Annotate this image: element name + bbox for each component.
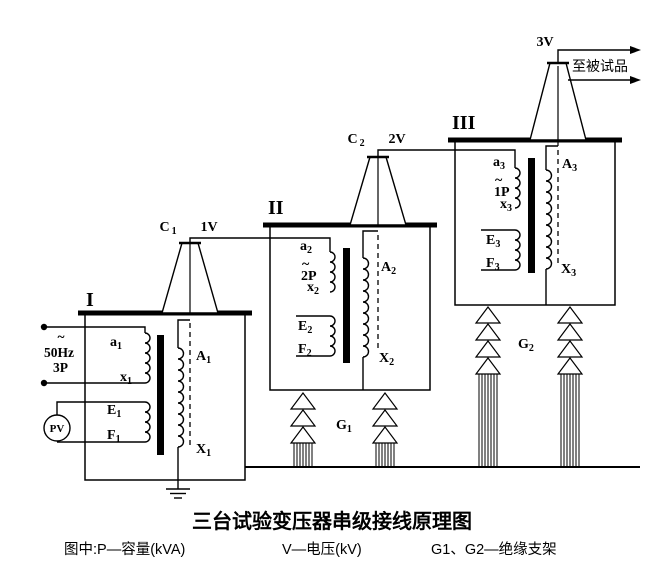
stage-numeral-1: I [86, 289, 94, 311]
to-test-object-label: 至被试品 [572, 58, 628, 74]
node-label-3v: 3V [536, 35, 553, 50]
power-tilde-2: ~ [302, 257, 310, 272]
node-wire-1v [189, 237, 331, 252]
support-label-g2: G2 [518, 337, 534, 354]
terminal-X2: X2 [379, 351, 394, 368]
supply-source: ~ 50Hz 3P PV [40, 323, 146, 443]
support-base-g2-right [560, 374, 580, 466]
hv-winding-3 [545, 169, 553, 270]
support-stack-g2-left [474, 306, 502, 375]
power-tilde-3: ~ [495, 173, 503, 188]
support-label-g1: G1 [336, 418, 352, 435]
support-stack-g2-right [556, 306, 584, 375]
lv-winding-1 [144, 332, 151, 384]
output-wire-3v [557, 49, 630, 63]
ac-tilde-symbol: ~ [57, 329, 64, 344]
terminal-x3: x3 [500, 197, 512, 214]
power-label-2p: 2P [301, 269, 317, 284]
source-power-label: 3P [53, 360, 68, 375]
node-label-1v: 1V [200, 220, 217, 235]
terminal-A3: A3 [562, 157, 577, 174]
terminal-x1: x1 [120, 370, 132, 387]
transformer-stage-3: III 3V 至被试品 a3 ~ 1P x3 E3 F3 A3 X3 [448, 35, 641, 306]
support-base-g2-left [478, 374, 498, 466]
terminal-f2: F2 [298, 342, 312, 359]
terminal-a2: a2 [300, 239, 312, 256]
legend-item-voltage: V—电压(kV) [282, 541, 362, 558]
tank-outline-1 [84, 312, 246, 481]
output-arrow-head [630, 46, 641, 54]
terminal-a3: a3 [493, 155, 505, 172]
terminal-X3: X3 [561, 262, 576, 279]
ef-winding-3 [514, 229, 521, 271]
hv-top-wire-3 [545, 145, 558, 170]
ef-winding-1 [144, 401, 151, 443]
node-label-2v: 2V [388, 132, 405, 147]
hv-winding-2 [362, 257, 370, 358]
terminal-X1: X1 [196, 442, 211, 459]
legend-item-supports: G1、G2—绝缘支架 [431, 541, 557, 558]
support-base-g1-right [375, 443, 395, 466]
diagram-title: 三台试验变压器串级接线原理图 [192, 509, 472, 533]
frequency-label: 50Hz [44, 345, 74, 360]
terminal-A2: A2 [381, 260, 396, 277]
hv-top-wire-1 [177, 319, 190, 348]
terminal-e2: E2 [298, 319, 312, 336]
hv-top-wire-2 [362, 230, 378, 258]
lv-winding-2 [329, 251, 336, 293]
hv-winding-1 [177, 347, 185, 448]
supply-terminal-dot-top [40, 323, 48, 331]
node-wire-2v [377, 149, 516, 168]
stage-numeral-3: III [452, 112, 476, 134]
terminal-a1: a1 [110, 335, 122, 352]
support-stack-g1-right [371, 392, 399, 444]
terminal-e1: E1 [107, 403, 121, 420]
support-stack-g1-left [289, 392, 317, 444]
insulating-supports: G1 G2 [245, 306, 640, 468]
voltmeter-label: PV [50, 423, 65, 435]
terminal-f1: F1 [107, 428, 121, 445]
lv-winding-3 [514, 167, 521, 209]
power-label-1p: 1P [494, 185, 510, 200]
terminal-x2: x2 [307, 280, 319, 297]
ef-winding-2 [329, 315, 336, 357]
terminal-e3: E3 [486, 233, 500, 250]
legend-item-capacity: 图中:P—容量(kVA) [64, 541, 185, 558]
ground-symbol [166, 480, 190, 499]
core-bar-3 [528, 158, 535, 273]
terminal-A1: A1 [196, 349, 211, 366]
core-bar-1 [157, 335, 164, 455]
terminal-f3: F3 [486, 256, 500, 273]
supply-wire-top [47, 326, 146, 333]
stage-numeral-2: II [268, 197, 284, 219]
to-test-object-arrow-head [630, 76, 641, 84]
support-base-g1-left [293, 443, 313, 466]
core-bar-2 [343, 248, 350, 363]
voltmeter-wire-e [56, 401, 145, 415]
supply-terminal-dot-bottom [40, 379, 48, 387]
